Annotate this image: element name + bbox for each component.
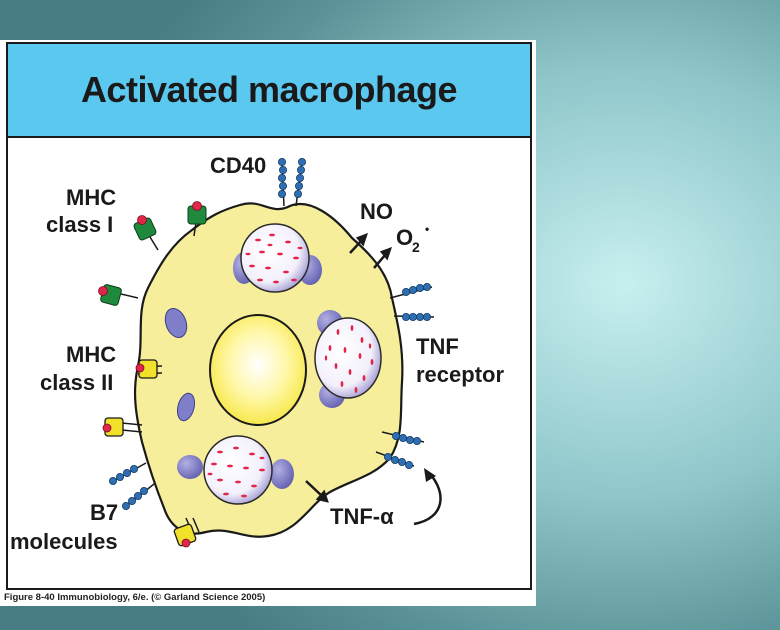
b7-molecule bbox=[122, 484, 154, 510]
macrophage-diagram: CD40 MHC class I MHC class II B7 molecul… bbox=[0, 40, 536, 606]
mhc-class-i-label-line1: MHC bbox=[66, 185, 116, 210]
tnf-receptor-label-line2: receptor bbox=[416, 362, 504, 387]
nucleus bbox=[210, 315, 306, 425]
b7-label-line2: molecules bbox=[10, 529, 118, 554]
figure-caption: Figure 8-40 Immunobiology, 6/e. (© Garla… bbox=[4, 592, 265, 603]
cd40-label: CD40 bbox=[210, 153, 266, 178]
figure-panel: Activated macrophage bbox=[0, 40, 536, 606]
o2-label: O bbox=[396, 225, 413, 250]
cd40-receptor bbox=[294, 158, 305, 206]
tnf-receptor bbox=[394, 313, 434, 320]
mhc-class-ii-label-line2: class II bbox=[40, 370, 113, 395]
tnf-alpha-label: TNF-α bbox=[330, 504, 394, 529]
b7-label-line1: B7 bbox=[90, 500, 118, 525]
o2-release-arrow bbox=[374, 249, 390, 268]
cd40-receptor bbox=[278, 158, 286, 206]
mhc-class-i-molecule bbox=[133, 216, 158, 251]
b7-molecule bbox=[109, 463, 146, 485]
mhc-class-i-label-line2: class I bbox=[46, 212, 113, 237]
o2-subscript: 2 bbox=[412, 239, 420, 255]
o2-superscript: • bbox=[425, 222, 429, 236]
mhc-class-ii-molecule bbox=[103, 418, 142, 436]
autocrine-loop-arrow bbox=[414, 468, 441, 524]
mhc-class-ii-label-line1: MHC bbox=[66, 342, 116, 367]
tnf-receptor bbox=[390, 283, 432, 298]
tnf-receptor-label-line1: TNF bbox=[416, 334, 459, 359]
no-label: NO bbox=[360, 199, 393, 224]
mhc-class-i-molecule bbox=[99, 284, 139, 306]
